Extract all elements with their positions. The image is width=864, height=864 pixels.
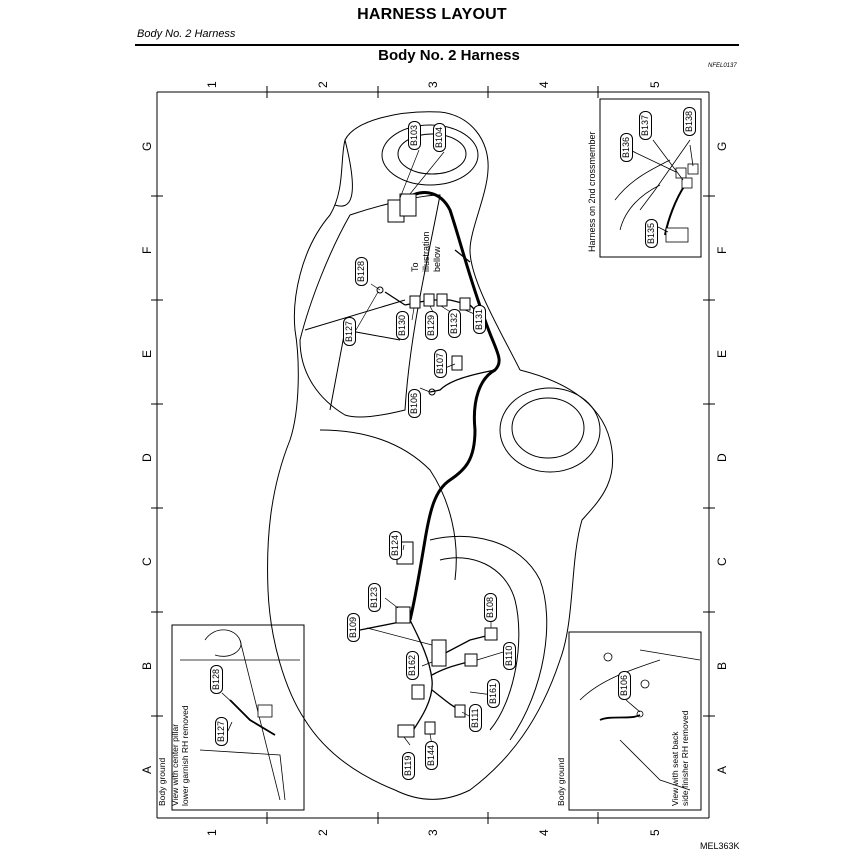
connector-label-b104: B104: [433, 122, 446, 152]
grid-col-5-top: 5: [648, 81, 662, 88]
inset-bl-caption-line-3: lower garnish RH removed: [180, 705, 190, 806]
connector-label-b110: B110: [503, 641, 516, 670]
reference-code-top: NFEL0137: [708, 63, 737, 69]
grid-row-c-left: C: [140, 557, 154, 566]
connector-label-b128: B128: [355, 256, 368, 286]
inset-bottom-left-frame: [171, 624, 305, 811]
inset-bl-caption-line-1: Body ground: [157, 757, 167, 806]
reference-code-bottom: MEL363K: [700, 841, 740, 851]
grid-col-3-top: 3: [426, 81, 440, 88]
ground-points: [376, 286, 436, 396]
inset-br-caption-line-2: View with seat back: [670, 731, 680, 807]
inset-bottom-right-frame: [568, 631, 702, 811]
connector-label-b161: B161: [487, 678, 500, 708]
connector-label-b132: B132: [448, 308, 461, 338]
grid-col-1-bottom: 1: [205, 829, 219, 836]
connector-label-b109: B109: [347, 612, 360, 642]
inset-br-caption-line-1: Body ground: [556, 757, 566, 806]
grid-row-g-left: G: [140, 141, 154, 151]
connector-label-b111: B111: [469, 704, 482, 732]
connector-label-b106: B106: [408, 388, 421, 418]
grid-col-3-bottom: 3: [426, 829, 440, 836]
grid-col-2-top: 2: [316, 81, 330, 88]
inset-bottom-left-caption: Body ground View with center pillar lowe…: [157, 705, 190, 806]
illustration-note-line-1: To: [410, 262, 420, 272]
grid-row-e-right: E: [715, 349, 729, 358]
grid-col-4-top: 4: [537, 81, 551, 88]
connector-label-b103: B103: [408, 120, 421, 150]
illustration-note-line-3: bellow: [432, 246, 442, 272]
inset-top-right-caption: Harness on 2nd crossmember: [587, 131, 597, 252]
connector-label-b119: B119: [402, 751, 415, 780]
inset-bottom-left-drawing: [180, 629, 300, 801]
illustration-note: To illustration bellow: [410, 231, 443, 272]
inset-connector-b128: B128: [210, 664, 223, 694]
connector-label-b162: B162: [406, 650, 419, 680]
grid-row-g-right: G: [715, 141, 729, 151]
block-b104: [399, 193, 417, 217]
connector-label-b129: B129: [425, 310, 438, 340]
grid-row-a-left: A: [140, 765, 154, 774]
grid-row-b-left: B: [140, 661, 154, 670]
connector-label-b124: B124: [389, 530, 402, 560]
connector-label-b123: B123: [368, 582, 381, 612]
harness-wire: [404, 191, 501, 621]
grid-col-1-top: 1: [205, 81, 219, 88]
connector-label-b131: B131: [473, 304, 486, 334]
grid-row-d-right: D: [715, 453, 729, 462]
grid-row-f-left: F: [140, 246, 154, 254]
inset-connector-b136: B136: [620, 132, 633, 162]
inset-bottom-right-caption: Body ground: [556, 758, 566, 806]
grid-col-4-bottom: 4: [537, 829, 551, 836]
inset-connector-b127: B127: [215, 716, 228, 746]
grid-frame: [151, 86, 715, 824]
illustration-note-line-2: illustration: [421, 231, 431, 272]
grid-col-2-bottom: 2: [316, 829, 330, 836]
inset-bottom-right-view-note: View with seat back side finisher RH rem…: [670, 711, 690, 806]
connector-label-b108: B108: [484, 592, 497, 622]
page-title: HARNESS LAYOUT: [357, 6, 507, 23]
connector-label-b144: B144: [425, 740, 438, 770]
connector-label-b127: B127: [343, 316, 356, 346]
grid-col-5-bottom: 5: [648, 829, 662, 836]
grid-row-c-right: C: [715, 557, 729, 566]
grid-row-a-right: A: [715, 765, 729, 774]
connector-blocks: [387, 193, 498, 738]
section-title: Body No. 2 Harness: [378, 47, 520, 64]
connector-label-b130: B130: [396, 310, 409, 340]
page-subtitle: Body No. 2 Harness: [137, 28, 236, 40]
inset-top-right-frame: [599, 98, 702, 258]
grid-row-d-left: D: [140, 453, 154, 462]
grid-row-e-left: E: [140, 349, 154, 358]
inset-top-right-drawing: [614, 139, 699, 243]
connector-label-b107: B107: [434, 348, 447, 378]
inset-bottom-right-drawing: [579, 649, 701, 791]
inset-br-caption-line-3: side finisher RH removed: [680, 710, 690, 806]
inset-bl-caption-line-2: View with center pillar: [170, 723, 180, 806]
inset-connector-b106: B106: [618, 670, 631, 700]
grid-row-b-right: B: [715, 661, 729, 670]
header-rule: [135, 44, 739, 46]
inset-connector-b137: B137: [639, 110, 652, 140]
inset-frames: [171, 98, 702, 811]
inset-connector-b135: B135: [645, 218, 658, 248]
grid-row-f-right: F: [715, 246, 729, 254]
inset-connector-b138: B138: [683, 106, 696, 136]
